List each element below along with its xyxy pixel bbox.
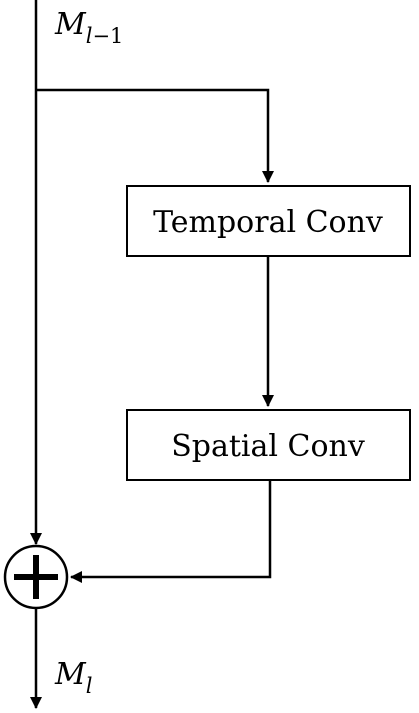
branch-connector — [36, 88, 274, 183]
spatial-conv-block: Spatial Conv — [126, 409, 411, 481]
temporal-conv-label: Temporal Conv — [153, 205, 383, 240]
sum-plus-icon — [3, 544, 69, 610]
input-label: Ml−1 — [54, 7, 123, 48]
temporal-conv-block: Temporal Conv — [126, 185, 411, 257]
spatial-to-sum-arrow — [70, 480, 272, 583]
output-label: Ml — [54, 657, 92, 698]
spatial-conv-label: Spatial Conv — [171, 429, 365, 464]
